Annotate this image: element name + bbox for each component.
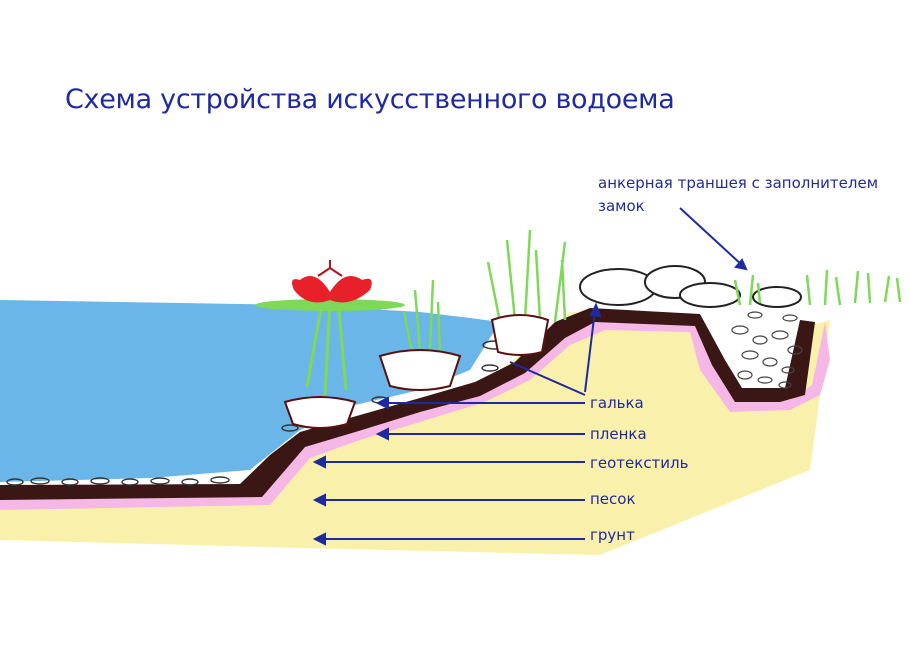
lock-arrow bbox=[679, 207, 744, 267]
boulders bbox=[579, 265, 802, 308]
grass bbox=[402, 229, 902, 353]
water-lily bbox=[255, 260, 405, 396]
geotextile-layer bbox=[0, 318, 830, 510]
lock-label: замок bbox=[598, 197, 645, 215]
pebbles-arrow-3 bbox=[584, 309, 596, 393]
trench-gravel bbox=[731, 311, 803, 389]
water bbox=[0, 300, 500, 482]
pebbles-arrow-2 bbox=[509, 361, 586, 396]
geotextile-label: геотекстиль bbox=[590, 454, 689, 472]
anchor-trench-label: анкерная траншея с заполнителем bbox=[598, 174, 879, 192]
pebbles-label: галька bbox=[590, 394, 644, 412]
diagram-title: Схема устройства искусственного водоема bbox=[65, 84, 675, 115]
pebbles-row bbox=[6, 340, 508, 486]
label-arrows bbox=[312, 207, 748, 546]
soil-label: грунт bbox=[590, 526, 635, 544]
plant-baskets bbox=[283, 314, 550, 429]
sand-label: песок bbox=[590, 490, 636, 508]
film-label: пленка bbox=[590, 425, 647, 443]
